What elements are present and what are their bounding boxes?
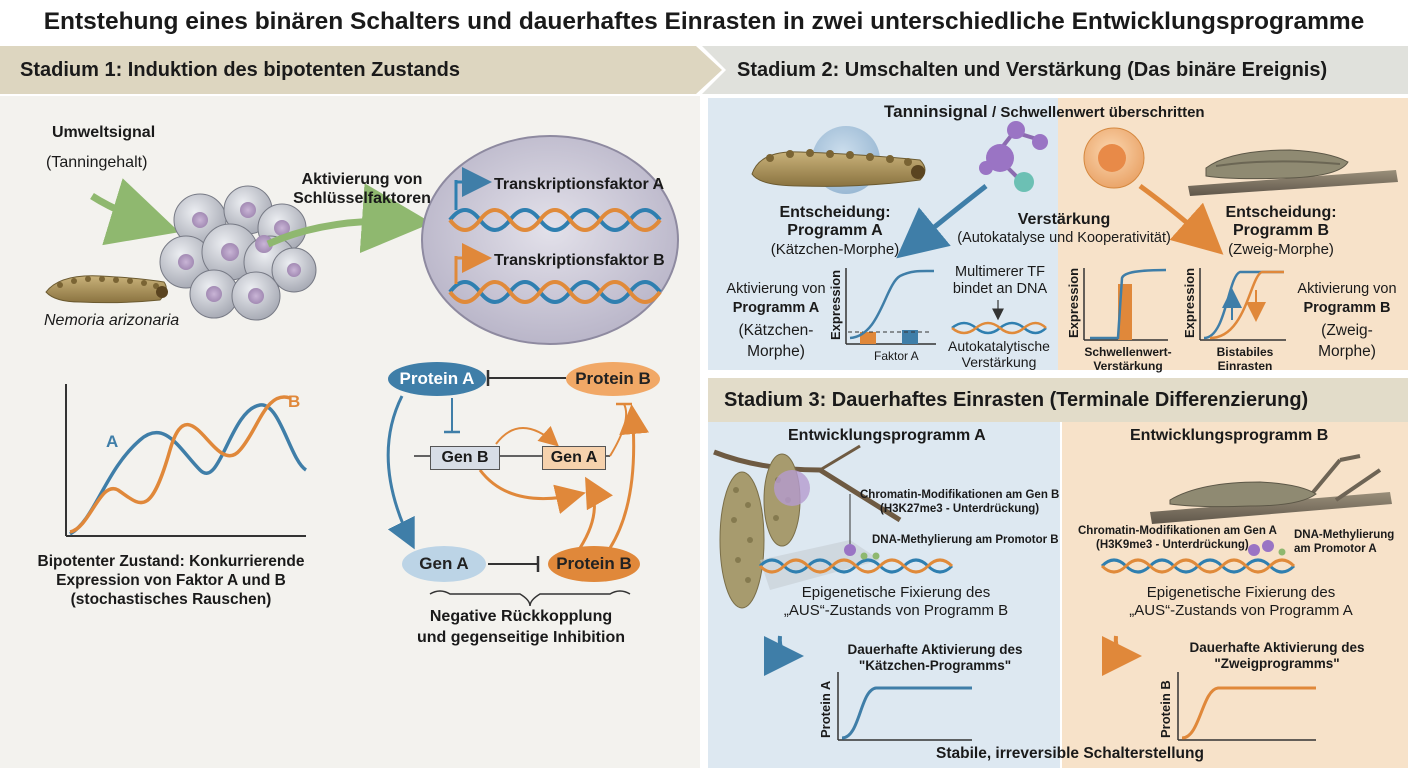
twig-larva bbox=[1188, 149, 1398, 196]
expression-chart-a bbox=[845, 268, 936, 345]
chromatin-a-label: Chromatin-Modifikationen am Gen B(H3K27m… bbox=[860, 489, 1060, 515]
permanent-b-label: Dauerhafte Aktivierung des"Zweigprogramm… bbox=[1189, 640, 1365, 671]
amplification-label: Verstärkung (Autokatalyse und Kooperativ… bbox=[957, 211, 1171, 246]
stage1-header-band bbox=[0, 46, 722, 94]
signal-sub: (Tanningehalt) bbox=[46, 154, 148, 171]
decision-a: Entscheidung:Programm A (Kätzchen-Morphe… bbox=[770, 204, 900, 258]
curve-label-b: B bbox=[288, 392, 301, 411]
chromatin-b-label: Chromatin-Modifikationen am Gen A(H3K9me… bbox=[1078, 525, 1277, 551]
tf-a-label: Transkriptionsfaktor A bbox=[494, 176, 665, 193]
stage2-panel-a bbox=[708, 98, 1058, 370]
organism-name: Nemoria arizonaria bbox=[44, 312, 180, 329]
page-title: Entstehung eines binären Schalters und d… bbox=[43, 8, 1365, 35]
protein-a-node: Protein A bbox=[388, 362, 486, 396]
gene-a-bottom-node: Gen A bbox=[402, 546, 486, 582]
protein-b-axis: Protein B bbox=[1158, 680, 1173, 738]
expression-axis-bistable: Expression bbox=[1182, 267, 1197, 338]
locked-chart-b bbox=[1177, 672, 1316, 741]
locked-chart-a bbox=[837, 672, 972, 741]
threshold-label: Schwellenwert-Verstärkung bbox=[1084, 345, 1172, 373]
protein-b-node: Protein B bbox=[566, 362, 660, 396]
multimer-dna bbox=[951, 300, 1047, 335]
catkin-branch bbox=[713, 444, 902, 609]
gene-b-box: Gen B bbox=[430, 446, 500, 470]
stage1-heading: Stadium 1: Induktion des bipotenten Zust… bbox=[20, 59, 461, 81]
stage3-panel-b bbox=[1062, 422, 1408, 768]
permanent-a-label: Dauerhafte Aktivierung des"Kätzchen-Prog… bbox=[847, 642, 1023, 673]
dna-locked-b bbox=[1100, 540, 1296, 574]
larva-illustration bbox=[45, 275, 168, 304]
fixation-b-label: Epigenetische Fixierung des„AUS“-Zustand… bbox=[1129, 584, 1353, 619]
stage2-heading: Stadium 2: Umschalten und Verstärkung (D… bbox=[737, 59, 1328, 81]
activation-a-label: Aktivierung von Programm A (Kätzchen- Mo… bbox=[726, 281, 826, 360]
program-b-heading: Entwicklungsprogramm B bbox=[1130, 427, 1329, 444]
footer-caption: Stabile, irreversible Schalterstellung bbox=[936, 745, 1204, 762]
protein-a-axis: Protein A bbox=[818, 680, 833, 738]
bipotent-chart bbox=[65, 384, 308, 537]
threshold-chart bbox=[1083, 268, 1168, 341]
catkin-larva bbox=[751, 149, 926, 187]
dna-helix-a bbox=[448, 180, 662, 232]
activation-b-label: Aktivierung von Programm B (Zweig- Morph… bbox=[1297, 281, 1397, 360]
dna-locked-a bbox=[758, 494, 954, 574]
stage3-heading: Stadium 3: Dauerhaftes Einrasten (Termin… bbox=[724, 389, 1309, 411]
signal-label: Umweltsignal bbox=[52, 124, 156, 141]
expression-axis-threshold: Expression bbox=[1066, 267, 1081, 338]
factor-a-label: Faktor A bbox=[874, 349, 919, 363]
stage2-header-band bbox=[702, 46, 1408, 94]
expression-axis-a: Expression bbox=[828, 269, 843, 340]
stage3-header-band bbox=[708, 378, 1408, 422]
protein-b-bottom-node: Protein B bbox=[548, 546, 640, 582]
bistable-chart bbox=[1199, 268, 1286, 341]
tf-b-label: Transkriptionsfaktor B bbox=[494, 252, 665, 269]
decision-b: Entscheidung:Programm B (Zweig-Morphe) bbox=[1225, 204, 1337, 258]
dna-helix-b bbox=[448, 256, 662, 304]
fixation-a-label: Epigenetische Fixierung des„AUS“-Zustand… bbox=[783, 584, 1009, 619]
methylation-a-label: DNA-Methylierung am Promotor B bbox=[872, 534, 1059, 546]
twig-branch bbox=[1150, 454, 1392, 524]
stage2-signal: Tanninsignal / Schwellenwert überschritt… bbox=[884, 102, 1205, 121]
program-a-heading: Entwicklungsprogramm A bbox=[788, 427, 986, 444]
curve-label-a: A bbox=[106, 432, 119, 451]
nucleus-cell bbox=[421, 135, 679, 345]
tannin-molecule bbox=[979, 121, 1048, 192]
gene-a-box: Gen A bbox=[542, 446, 606, 470]
